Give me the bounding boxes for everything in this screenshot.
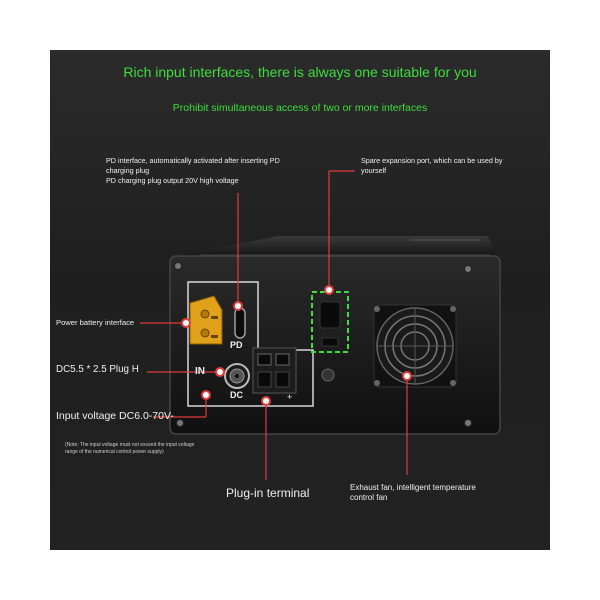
headline: Rich input interfaces, there is always o…: [123, 64, 477, 80]
callout-input-voltage: Input voltage DC6.0-70V-: [56, 410, 174, 422]
plug-in-terminal-block: [252, 347, 297, 394]
plus-label: +: [287, 392, 293, 402]
callout-power-battery: Power battery interface: [56, 318, 135, 327]
in-label: IN: [195, 366, 205, 377]
callout-input-note: (Note: The input voltage must not exceed…: [65, 442, 195, 455]
callout-dc-plug: DC5.5 * 2.5 Plug H: [56, 364, 139, 375]
device-illustration: [140, 170, 501, 480]
pd-label: PD: [230, 340, 243, 350]
callout-plug-in-terminal: Plug-in terminal: [226, 486, 310, 500]
expansion-port: [319, 301, 341, 329]
input-plate-outline: [187, 281, 314, 407]
dc-label: DC: [230, 390, 243, 400]
callout-lines: [140, 170, 408, 480]
product-photo-panel: Rich input interfaces, there is always o…: [50, 50, 550, 550]
callout-pd-interface: PD interface, automatically activated af…: [106, 156, 280, 185]
callout-markers: [181, 285, 412, 406]
callout-expansion-port: Spare expansion port, which can be used …: [361, 156, 503, 175]
callout-exhaust-fan: Exhaust fan, intelligent temperature con…: [350, 483, 476, 502]
dc-barrel-jack: [224, 363, 250, 389]
subheadline: Prohibit simultaneous access of two or m…: [172, 102, 428, 114]
exhaust-fan: [373, 304, 457, 388]
housing-top: [178, 236, 496, 256]
usb-c-port: [234, 307, 246, 339]
corner-screws: [174, 262, 472, 427]
panel-knob: [321, 368, 335, 382]
xt60-connector: [189, 295, 223, 345]
